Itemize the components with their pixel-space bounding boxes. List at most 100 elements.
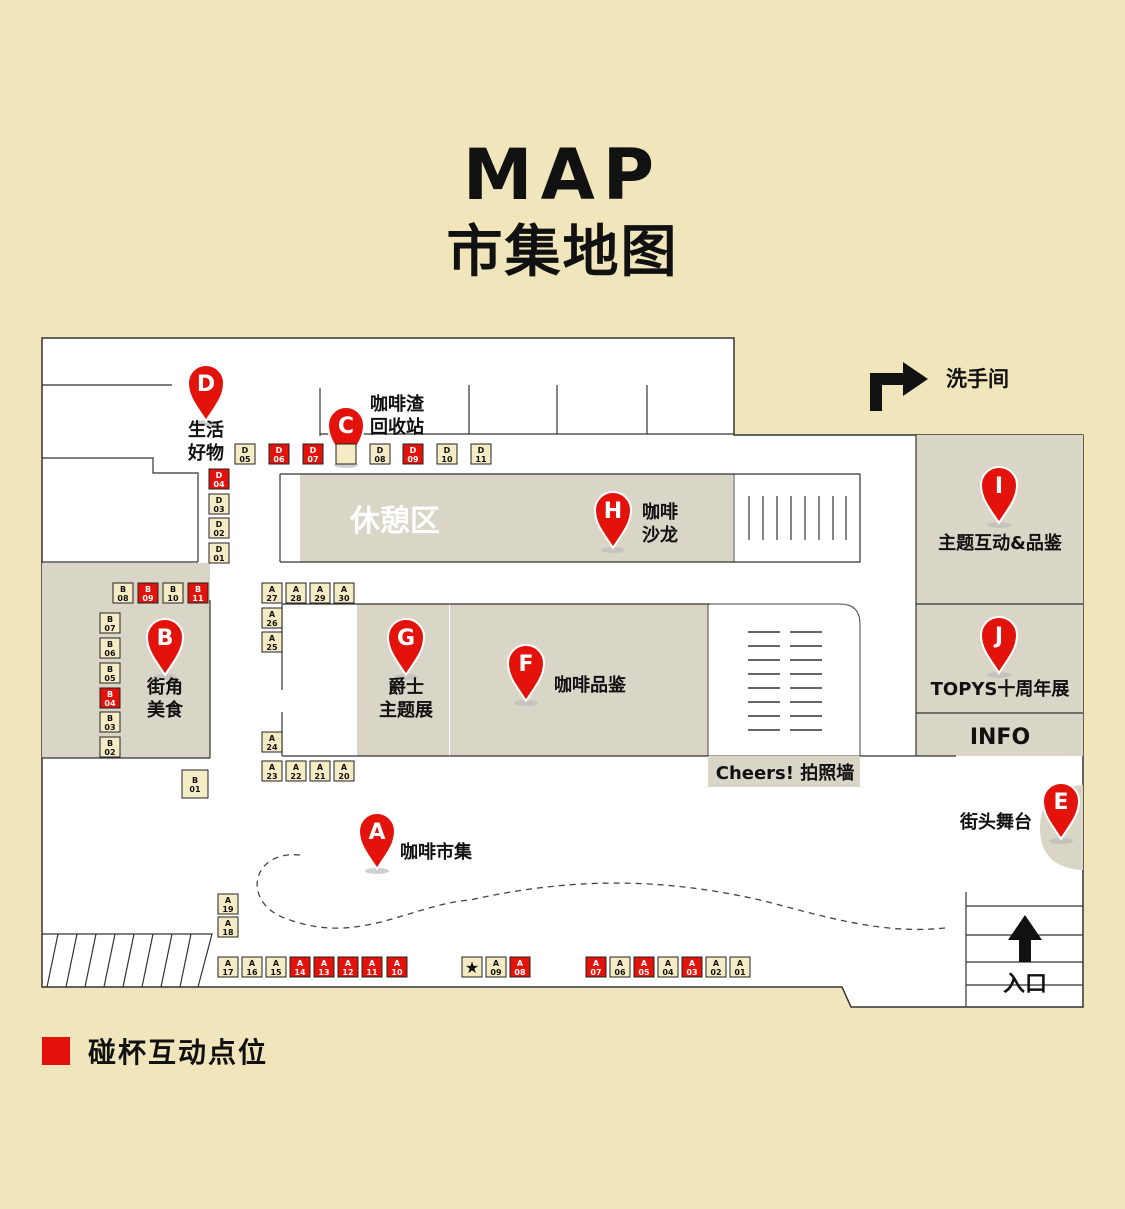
booth-B02: B02 <box>99 736 121 758</box>
booth-B06: B06 <box>99 637 121 659</box>
booth-A02: A02 <box>705 956 727 978</box>
svg-text:A: A <box>269 734 276 743</box>
booth-A13: A13 <box>313 956 335 978</box>
svg-text:07: 07 <box>104 624 115 633</box>
map-pin-icon <box>386 618 426 677</box>
svg-text:04: 04 <box>213 480 225 489</box>
svg-text:A: A <box>517 959 524 968</box>
svg-text:A: A <box>269 634 276 643</box>
map-pin-icon <box>593 491 633 550</box>
svg-text:09: 09 <box>142 594 154 603</box>
pin-shadow <box>601 547 625 553</box>
booth-star: ★ <box>461 956 483 978</box>
booth-D01: D01 <box>208 542 230 564</box>
pin-letter: H <box>604 499 622 524</box>
svg-text:08: 08 <box>514 968 526 977</box>
restroom-label: 洗手间 <box>946 367 1009 391</box>
photo-wall-label: Cheers! 拍照墙 <box>716 762 855 784</box>
svg-text:08: 08 <box>374 455 386 464</box>
zone-tasting <box>450 604 708 756</box>
svg-text:15: 15 <box>270 968 282 977</box>
svg-text:D: D <box>216 496 223 505</box>
booth-A28: A28 <box>285 582 307 604</box>
svg-text:11: 11 <box>475 455 487 464</box>
svg-text:B: B <box>107 739 113 748</box>
booth-A27: A27 <box>261 582 283 604</box>
pin-shadow <box>394 674 418 680</box>
svg-text:A: A <box>394 959 401 968</box>
pin-shadow <box>365 868 389 874</box>
marker-label: 主题互动&品鉴 <box>938 532 1063 554</box>
booth-B11: B11 <box>187 582 209 604</box>
pin-letter: C <box>338 414 354 439</box>
svg-text:D: D <box>444 446 451 455</box>
pin-letter: F <box>518 652 533 677</box>
svg-text:18: 18 <box>222 928 234 937</box>
booth-A22: A22 <box>285 760 307 782</box>
pin-letter: D <box>197 372 215 397</box>
svg-text:07: 07 <box>307 455 318 464</box>
svg-text:A: A <box>341 585 348 594</box>
map-pin-icon <box>979 616 1019 675</box>
booth-A05: A05 <box>633 956 655 978</box>
svg-text:04: 04 <box>662 968 674 977</box>
svg-text:04: 04 <box>104 699 116 708</box>
svg-text:A: A <box>593 959 600 968</box>
booth-A11: A11 <box>361 956 383 978</box>
svg-text:B: B <box>195 585 201 594</box>
svg-text:11: 11 <box>192 594 204 603</box>
booth-A10: A10 <box>386 956 408 978</box>
svg-text:30: 30 <box>338 594 350 603</box>
svg-text:09: 09 <box>490 968 502 977</box>
booth-A26: A26 <box>261 607 283 629</box>
svg-text:11: 11 <box>366 968 378 977</box>
marker-label: 街角 <box>146 676 183 698</box>
svg-text:10: 10 <box>441 455 453 464</box>
svg-text:29: 29 <box>314 594 326 603</box>
map-subtitle: 市集地图 <box>446 220 679 285</box>
svg-text:23: 23 <box>266 772 277 781</box>
booth-A20: A20 <box>333 760 355 782</box>
booth-A14: A14 <box>289 956 311 978</box>
svg-text:16: 16 <box>246 968 258 977</box>
svg-text:D: D <box>478 446 485 455</box>
svg-text:D: D <box>276 446 283 455</box>
svg-text:03: 03 <box>686 968 697 977</box>
svg-text:A: A <box>317 763 324 772</box>
svg-text:24: 24 <box>266 743 278 752</box>
booth-blank <box>335 443 357 465</box>
svg-text:A: A <box>369 959 376 968</box>
svg-text:10: 10 <box>167 594 179 603</box>
pin-shadow <box>1049 838 1073 844</box>
booth-A08: A08 <box>509 956 531 978</box>
svg-text:A: A <box>737 959 744 968</box>
svg-text:13: 13 <box>318 968 329 977</box>
booth-A09: A09 <box>485 956 507 978</box>
svg-text:A: A <box>321 959 328 968</box>
svg-text:B: B <box>170 585 176 594</box>
map-title: MAP <box>462 134 663 216</box>
booth-B09: B09 <box>137 582 159 604</box>
svg-text:★: ★ <box>465 958 479 977</box>
svg-text:10: 10 <box>391 968 403 977</box>
info-label: INFO <box>970 725 1030 750</box>
marker-label: 沙龙 <box>642 524 678 546</box>
svg-text:06: 06 <box>273 455 285 464</box>
svg-text:05: 05 <box>638 968 650 977</box>
booth-B08: B08 <box>112 582 134 604</box>
svg-text:B: B <box>145 585 151 594</box>
map-pin-icon <box>506 644 546 703</box>
pin-shadow <box>987 522 1011 528</box>
booth-B01: B01 <box>181 769 209 799</box>
marker-label: 爵士 <box>388 676 424 698</box>
